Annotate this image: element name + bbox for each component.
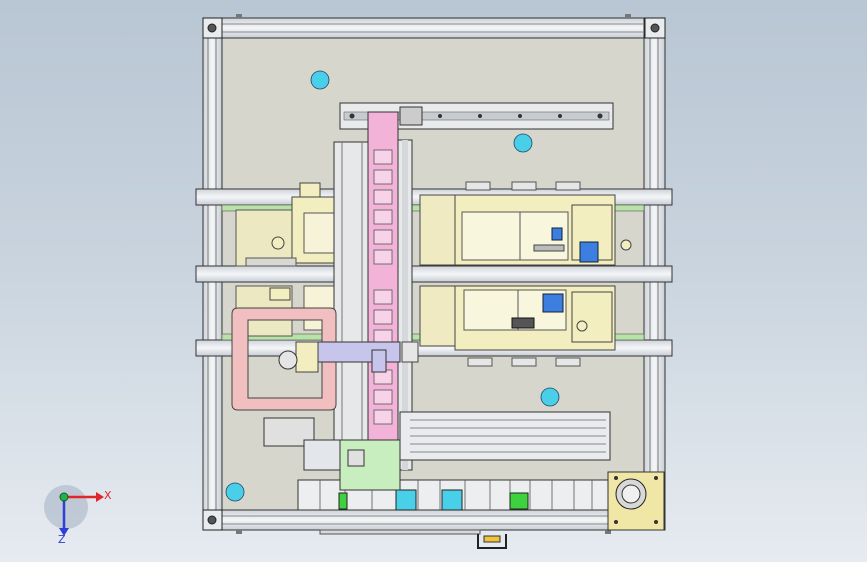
axis-triad: X Z [44,485,112,546]
frame-tabs [236,14,631,535]
pink-cable-chain[interactable] [367,111,399,449]
gripper-frame[interactable] [231,307,337,411]
x-axis-label: X [104,489,112,502]
cross-beam-middle[interactable] [195,265,673,283]
right-feeder-lower[interactable] [419,285,616,367]
bottom-tray[interactable] [297,439,609,511]
bottom-handle[interactable] [477,534,507,549]
bottom-conveyor[interactable] [263,411,611,471]
vertical-gantry[interactable] [333,139,413,471]
top-linear-rail[interactable] [339,102,614,130]
right-feeder-upper[interactable] [419,181,632,266]
slider-arm[interactable] [278,341,419,373]
motor-plate[interactable] [607,471,665,531]
cyan-locating-pins [225,70,560,502]
corner-brackets [202,17,666,531]
z-axis-label: Z [58,533,66,546]
y-axis-dot [59,492,69,502]
